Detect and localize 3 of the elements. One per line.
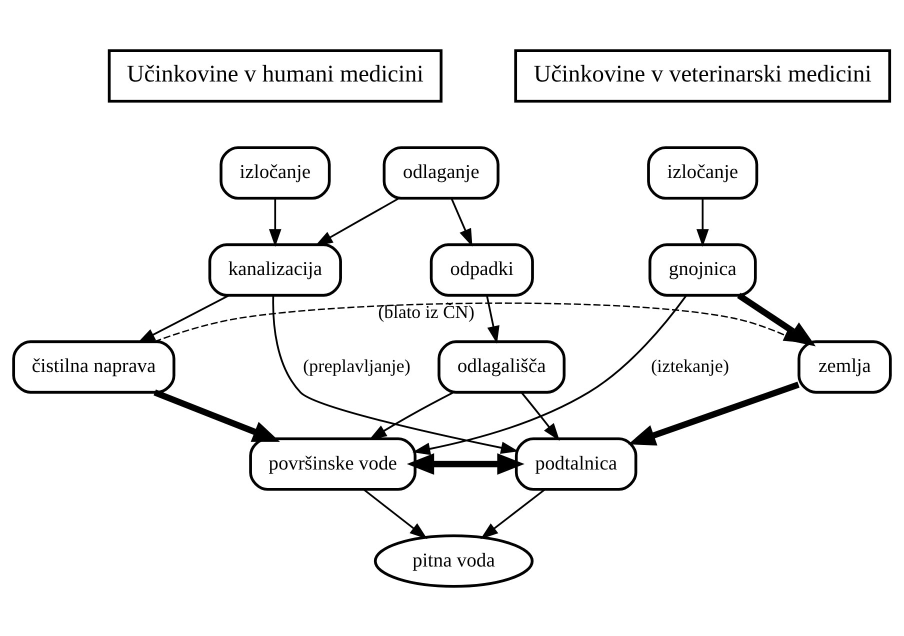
edge-label: (blato iz ČN) [378,301,474,322]
edge-label: (preplavljanje) [302,355,410,376]
edge-label: (iztekanje) [650,355,730,376]
